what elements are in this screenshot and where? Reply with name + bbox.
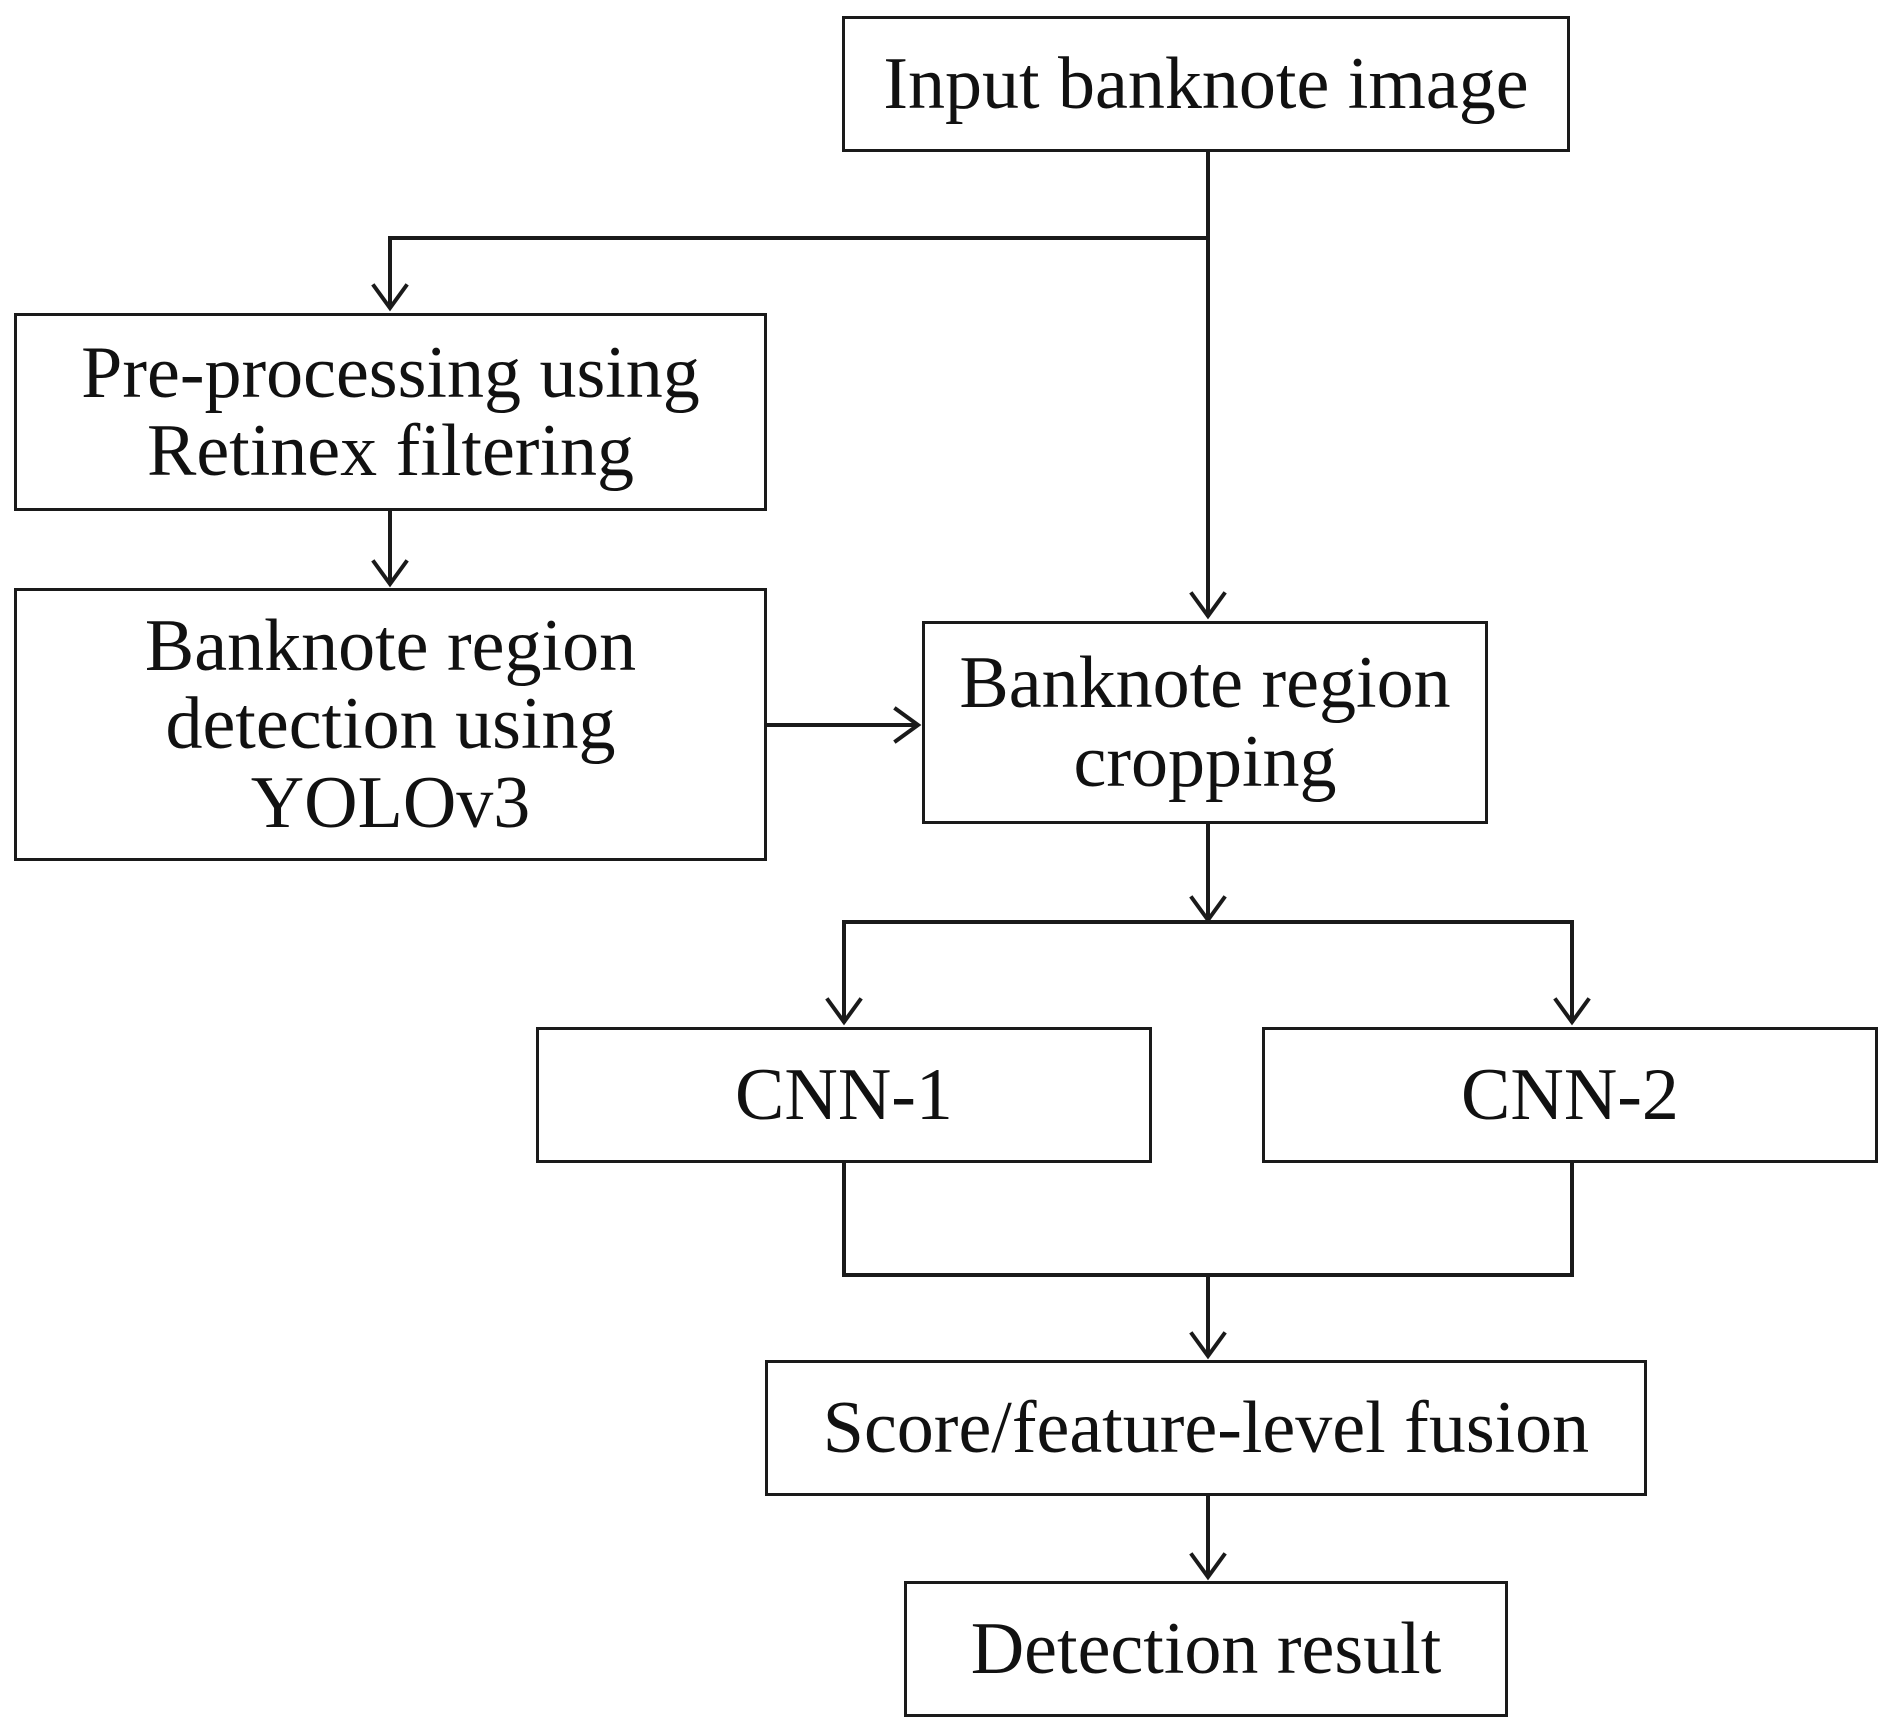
node-cnn-1: CNN-1 bbox=[536, 1027, 1152, 1163]
arrowhead-cropping bbox=[1189, 591, 1227, 620]
arrowhead-fusion bbox=[1189, 1331, 1227, 1360]
arrowhead-preprocess bbox=[371, 283, 409, 312]
node-cnn-2-label: CNN-2 bbox=[1461, 1053, 1679, 1136]
node-cnn-1-label: CNN-1 bbox=[735, 1053, 953, 1136]
arrowhead-result bbox=[1189, 1552, 1227, 1581]
node-input-banknote-image: Input banknote image bbox=[842, 16, 1570, 152]
node-input-label: Input banknote image bbox=[883, 42, 1529, 125]
node-cnn-2: CNN-2 bbox=[1262, 1027, 1878, 1163]
node-detection-result-label: Detection result bbox=[970, 1607, 1442, 1690]
node-fusion-label: Score/feature-level fusion bbox=[822, 1386, 1590, 1469]
node-region-cropping-label: Banknote region cropping bbox=[959, 642, 1451, 803]
node-detection-result: Detection result bbox=[904, 1581, 1508, 1717]
node-region-detection: Banknote region detection using YOLOv3 bbox=[14, 588, 767, 861]
edge-cnn-merge bbox=[842, 1161, 1574, 1277]
arrowhead-cnn2 bbox=[1553, 997, 1591, 1026]
arrowhead-detection bbox=[371, 559, 409, 588]
node-region-cropping: Banknote region cropping bbox=[922, 621, 1488, 824]
edge-input-to-preprocess bbox=[388, 236, 1210, 308]
arrowhead-cropping-side bbox=[893, 706, 922, 744]
node-region-detection-label: Banknote region detection using YOLOv3 bbox=[144, 604, 637, 844]
node-fusion: Score/feature-level fusion bbox=[765, 1360, 1647, 1496]
arrowhead-cnn1 bbox=[825, 997, 863, 1026]
node-preprocessing: Pre-processing using Retinex filtering bbox=[14, 313, 767, 511]
node-preprocessing-label: Pre-processing using Retinex filtering bbox=[81, 331, 700, 492]
